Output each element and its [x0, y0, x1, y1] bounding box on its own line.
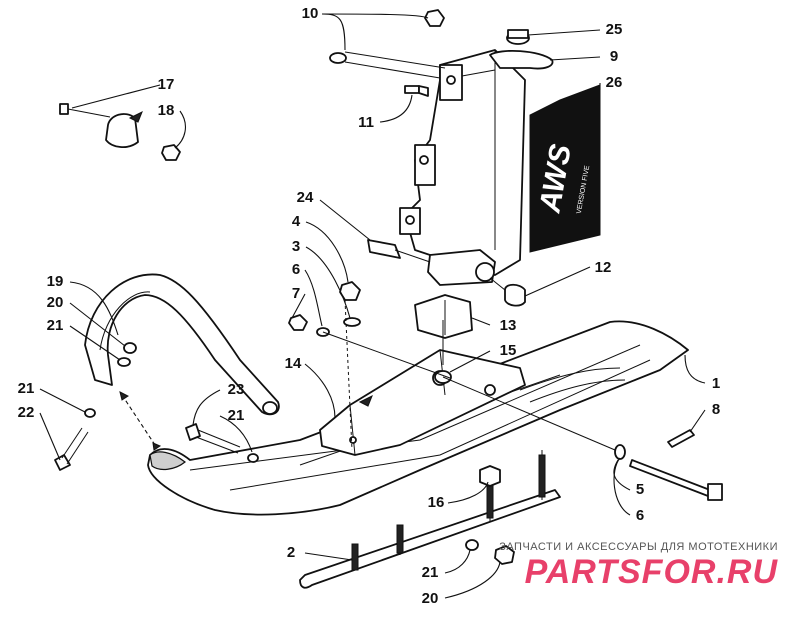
callout-20-upper: 20	[47, 294, 64, 311]
callout-1: 1	[712, 375, 720, 392]
assembly-lines	[119, 51, 616, 451]
watermark: ЗАПЧАСТИ И АКСЕССУАРЫ ДЛЯ МОТОТЕХНИКИ PA…	[499, 541, 778, 591]
callout-5: 5	[636, 481, 644, 498]
leader-lines	[39, 13, 706, 599]
ski-loop	[84, 273, 280, 416]
callout-4: 4	[292, 213, 301, 230]
callout-17: 17	[158, 76, 175, 93]
callout-21-loop: 21	[47, 317, 64, 334]
callout-20-lower: 20	[422, 590, 439, 607]
callout-21-mid: 21	[228, 407, 245, 424]
callout-6-left: 6	[292, 261, 300, 278]
callout-25: 25	[606, 21, 623, 38]
callout-13: 13	[500, 317, 517, 334]
callout-numbers: 1 2 3 4 5 6 6 7 8 9 10 11 12 13 14 15 16…	[18, 5, 721, 607]
callout-24: 24	[297, 189, 314, 206]
callout-10: 10	[302, 5, 319, 22]
callout-18: 18	[158, 102, 175, 119]
wear-bar	[299, 450, 561, 589]
callout-9: 9	[610, 48, 618, 65]
spindle	[399, 29, 554, 286]
callout-23: 23	[228, 381, 245, 398]
callout-22: 22	[18, 404, 35, 421]
watermark-logo: PARTSFOR.RU	[524, 553, 778, 591]
callout-6-right: 6	[636, 507, 644, 524]
callout-21-left: 21	[18, 380, 35, 397]
hardware	[54, 9, 723, 565]
callout-16: 16	[428, 494, 445, 511]
watermark-tagline: ЗАПЧАСТИ И АКСЕССУАРЫ ДЛЯ МОТОТЕХНИКИ	[499, 541, 778, 553]
callout-19: 19	[47, 273, 64, 290]
callout-3: 3	[292, 238, 300, 255]
callout-14: 14	[285, 355, 302, 372]
callout-12: 12	[595, 259, 612, 276]
callout-15: 15	[500, 342, 517, 359]
callout-2: 2	[287, 544, 295, 561]
callout-8: 8	[712, 401, 720, 418]
callout-21-lower: 21	[422, 564, 439, 581]
aws-decal: AWS VERSION FIVE	[529, 84, 601, 253]
callout-11: 11	[358, 114, 374, 131]
callout-26: 26	[606, 74, 623, 91]
callout-7: 7	[292, 285, 300, 302]
